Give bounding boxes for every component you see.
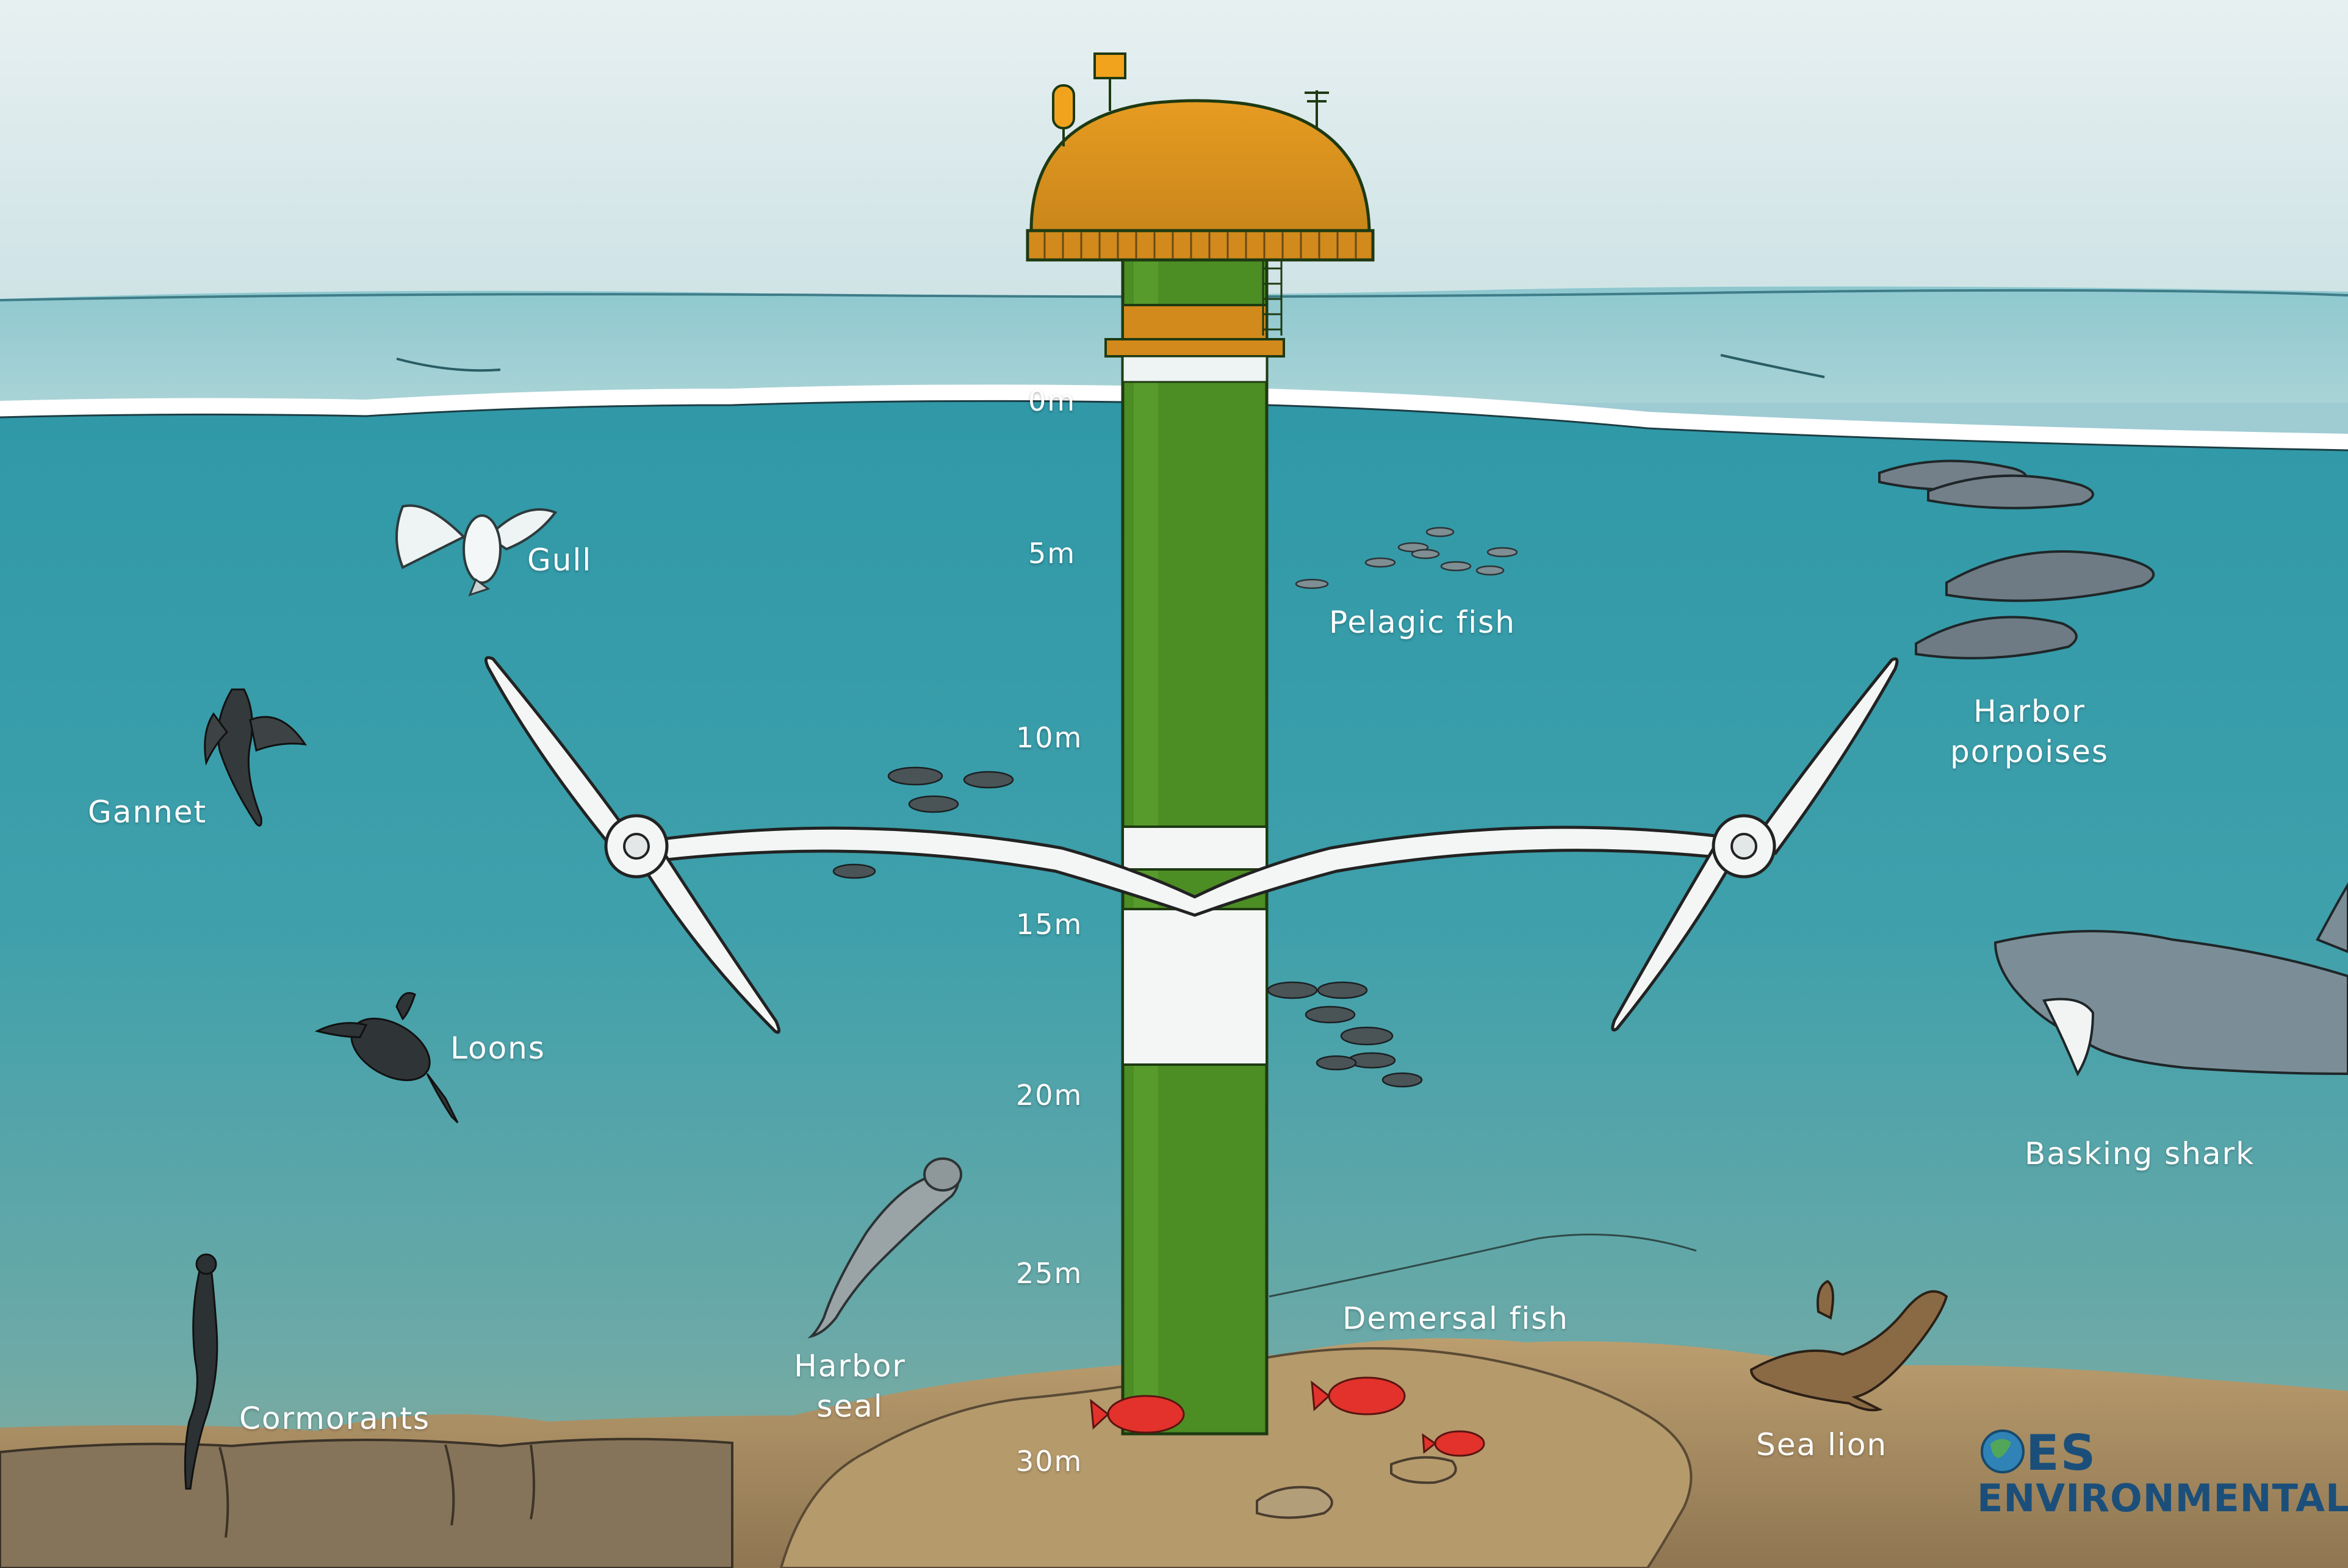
cormorant-icon bbox=[184, 1253, 218, 1490]
rock-crack-1 bbox=[218, 1447, 229, 1538]
depth-10m: 10m bbox=[1016, 721, 1083, 754]
ripple-left bbox=[396, 358, 501, 372]
loon-icon bbox=[314, 992, 459, 1124]
right-hub-cap bbox=[1730, 833, 1757, 860]
mid-fish-school bbox=[832, 766, 1014, 879]
tower-white-band-lower bbox=[1122, 908, 1268, 1066]
depth-30m: 30m bbox=[1016, 1445, 1083, 1478]
pelagic-fish-school bbox=[1295, 527, 1518, 589]
label-harbor-seal-line1: Harbor bbox=[794, 1348, 906, 1384]
tower-orange-collar bbox=[1122, 304, 1268, 343]
seabed-contour bbox=[1269, 1233, 1697, 1298]
logo-es: ES bbox=[2026, 1425, 2097, 1481]
nacelle-rim bbox=[1026, 229, 1375, 262]
label-pelagic-fish: Pelagic fish bbox=[1329, 605, 1516, 640]
basking-shark-icon bbox=[1993, 882, 2348, 1077]
right-blade-bottom bbox=[1611, 842, 1735, 1032]
demersal-fish-icon bbox=[1090, 1376, 1485, 1457]
left-blade-bottom bbox=[638, 847, 780, 1034]
right-blade-top bbox=[1755, 657, 1899, 855]
sign-board-icon bbox=[1093, 52, 1126, 79]
left-rotor bbox=[484, 656, 780, 1034]
depth-5m: 5m bbox=[1028, 537, 1076, 570]
shark-mouth bbox=[2042, 998, 2095, 1077]
rock-left bbox=[0, 1437, 733, 1568]
label-gannet: Gannet bbox=[88, 794, 207, 830]
globe-land bbox=[1990, 1439, 2011, 1458]
rock-crack-2 bbox=[444, 1444, 455, 1526]
tower-white-collar bbox=[1122, 355, 1268, 383]
depth-25m: 25m bbox=[1016, 1257, 1083, 1290]
label-demersal-fish: Demersal fish bbox=[1342, 1301, 1569, 1336]
gull-icon bbox=[395, 504, 558, 597]
buoy-light-icon bbox=[1052, 84, 1075, 129]
left-hub-cap bbox=[623, 833, 650, 860]
tower-platform bbox=[1104, 338, 1285, 358]
depth-0m: 0m bbox=[1028, 384, 1076, 417]
right-fish-school bbox=[1267, 981, 1423, 1088]
antenna-icon bbox=[1305, 90, 1329, 128]
label-harbor-porpoises: Harbor porpoises bbox=[1950, 691, 2109, 772]
waterline-edge bbox=[0, 400, 2348, 451]
seabed-stone bbox=[1256, 1486, 1333, 1519]
harbor-porpoise-icon bbox=[1878, 459, 2155, 660]
depth-15m: 15m bbox=[1016, 908, 1083, 941]
label-harbor-porpoises-line2: porpoises bbox=[1950, 734, 2109, 769]
sea-lion-icon bbox=[1749, 1279, 1948, 1412]
rim-ticks bbox=[1043, 232, 1357, 259]
label-harbor-seal-line2: seal bbox=[816, 1389, 884, 1424]
seabed-stone-2 bbox=[1390, 1456, 1457, 1484]
left-blade-top bbox=[484, 656, 637, 855]
logo-environmental: ENVIRONMENTAL bbox=[1977, 1476, 2348, 1520]
label-harbor-porpoises-line1: Harbor bbox=[1973, 694, 2086, 729]
ladder bbox=[1262, 256, 1283, 336]
label-basking-shark: Basking shark bbox=[2025, 1136, 2255, 1171]
oes-environmental-logo: ES ENVIRONMENTAL bbox=[1977, 1425, 2348, 1528]
ripple-right bbox=[1720, 354, 1825, 378]
label-sea-lion: Sea lion bbox=[1756, 1427, 1888, 1462]
rock-crack-3 bbox=[530, 1444, 535, 1520]
depth-20m: 20m bbox=[1016, 1079, 1083, 1112]
label-loons: Loons bbox=[450, 1030, 546, 1066]
rock-ridge bbox=[779, 1347, 1693, 1568]
label-harbor-seal: Harbor seal bbox=[794, 1346, 906, 1426]
tower-white-band-upper bbox=[1122, 825, 1268, 871]
right-rotor bbox=[1611, 657, 1899, 1032]
nacelle-dome bbox=[1029, 99, 1371, 232]
label-cormorants: Cormorants bbox=[239, 1401, 431, 1436]
waterline bbox=[0, 384, 2348, 450]
label-gull: Gull bbox=[527, 542, 592, 578]
gannet-icon bbox=[204, 688, 308, 827]
harbor-seal-icon bbox=[807, 1157, 962, 1339]
